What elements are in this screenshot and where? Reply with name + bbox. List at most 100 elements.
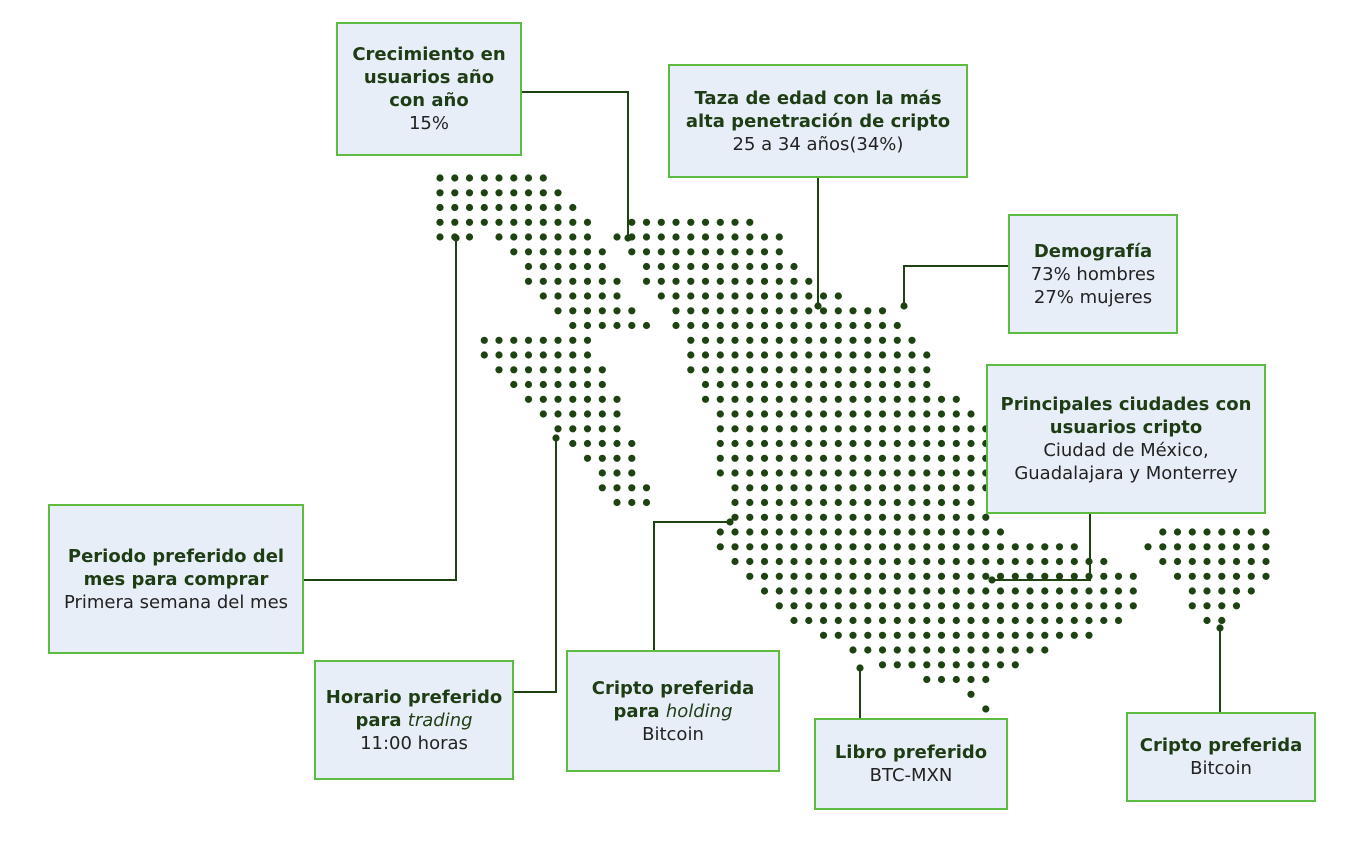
- map-dot: [908, 395, 916, 403]
- map-dot: [775, 439, 783, 448]
- map-dot: [864, 307, 872, 315]
- map-dot: [878, 425, 887, 433]
- map-dot: [805, 366, 813, 374]
- map-dot: [746, 572, 754, 580]
- map-dot: [1247, 557, 1255, 566]
- map-dot: [819, 307, 828, 315]
- map-dot: [1173, 528, 1182, 536]
- map-dot: [554, 277, 562, 285]
- map-dot: [1041, 602, 1049, 610]
- map-dot: [775, 277, 783, 285]
- map-dot: [775, 248, 783, 256]
- map-dot: [805, 439, 813, 448]
- map-dot: [908, 498, 916, 507]
- map-dot: [819, 498, 828, 507]
- map-dot: [495, 218, 503, 226]
- map-dot: [1173, 557, 1182, 566]
- map-dot: [539, 292, 547, 300]
- map-dot: [878, 557, 887, 566]
- map-dot: [716, 410, 724, 418]
- callout-age-range-title: Taza de edad con la más alta penetración…: [685, 87, 951, 132]
- map-dot: [864, 410, 872, 418]
- map-dot: [893, 351, 901, 359]
- map-dot: [613, 439, 621, 448]
- map-dot: [554, 395, 562, 403]
- map-dot: [613, 321, 621, 330]
- map-dot: [465, 233, 474, 241]
- map-dot: [746, 351, 754, 359]
- map-dot: [908, 646, 916, 654]
- map-dot: [583, 292, 592, 300]
- map-dot: [746, 307, 754, 315]
- map-dot: [760, 321, 769, 330]
- map-dot: [716, 351, 724, 359]
- callout-main-cities: Principales ciudades con usuarios cripto…: [986, 364, 1266, 514]
- map-dot: [790, 616, 798, 625]
- map-dot: [775, 425, 783, 433]
- map-dot: [539, 336, 547, 344]
- map-dot: [716, 425, 724, 433]
- map-dot: [613, 307, 621, 315]
- map-dot: [480, 351, 488, 359]
- map-dot: [982, 616, 990, 625]
- map-dot: [510, 336, 518, 344]
- map-dot: [731, 395, 739, 403]
- map-dot: [495, 189, 503, 197]
- map-dot: [583, 454, 592, 462]
- map-dot: [760, 277, 769, 285]
- map-dot: [790, 484, 798, 492]
- map-dot: [701, 321, 710, 330]
- map-dot: [819, 572, 828, 580]
- map-dot: [731, 380, 739, 389]
- map-dot: [878, 454, 887, 462]
- map-dot: [805, 484, 813, 492]
- map-dot: [923, 395, 931, 403]
- map-dot: [819, 528, 828, 536]
- callout-demographics-title: Demografía: [1033, 240, 1153, 262]
- map-dot: [642, 218, 651, 226]
- map-dot: [672, 218, 680, 226]
- map-dot: [1011, 646, 1019, 654]
- map-dot: [996, 528, 1005, 536]
- map-dot: [524, 262, 533, 271]
- map-dot: [1011, 631, 1019, 639]
- map-dot: [554, 336, 562, 344]
- map-dot: [569, 351, 577, 359]
- map-dot: [864, 366, 872, 374]
- map-dot: [1247, 587, 1255, 595]
- map-dot: [937, 454, 946, 462]
- map-dot: [893, 661, 901, 669]
- map-dot: [937, 557, 946, 566]
- map-dot: [731, 439, 739, 448]
- map-dot: [908, 616, 916, 625]
- map-dot: [908, 469, 916, 477]
- map-dot: [598, 321, 606, 330]
- map-dot: [952, 616, 960, 625]
- map-dot: [878, 602, 887, 610]
- map-dot: [775, 233, 783, 241]
- map-dot: [760, 484, 769, 492]
- callout-preferred-crypto: Cripto preferida Bitcoin: [1126, 712, 1316, 802]
- map-dot: [760, 498, 769, 507]
- map-dot: [834, 543, 842, 551]
- map-dot: [465, 203, 474, 212]
- map-dot: [908, 425, 916, 433]
- map-dot: [731, 410, 739, 418]
- map-dot: [1055, 557, 1064, 566]
- map-dot: [893, 631, 901, 639]
- map-dot: [760, 454, 769, 462]
- map-dot: [701, 336, 710, 344]
- map-dot: [760, 395, 769, 403]
- map-dot: [539, 380, 547, 389]
- map-dot: [923, 469, 931, 477]
- map-dot: [893, 469, 901, 477]
- map-dot: [701, 292, 710, 300]
- map-dot: [908, 602, 916, 610]
- map-dot: [790, 528, 798, 536]
- map-dot: [746, 528, 754, 536]
- map-dot: [878, 661, 887, 669]
- map-dot: [908, 661, 916, 669]
- callout-purchase-period-value: Primera semana del mes: [63, 591, 289, 613]
- map-dot: [937, 631, 946, 639]
